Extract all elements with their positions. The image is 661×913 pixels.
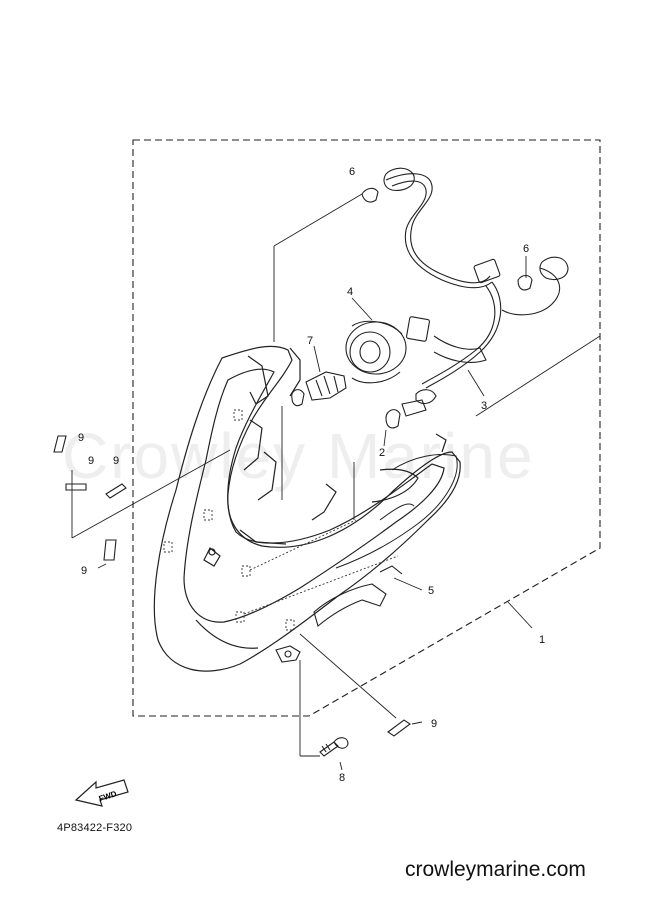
callouts: 6 6 4 7 3 2 5 1 9 9 9 9 9 8: [78, 166, 545, 784]
callout-3: 3: [481, 400, 487, 412]
callout-5: 5: [428, 585, 434, 597]
callout-1: 1: [539, 634, 545, 646]
headlight-housing: [153, 345, 461, 672]
callout-9-b: 9: [88, 455, 94, 467]
bulb-parts: [291, 167, 569, 429]
attachment-points: [163, 409, 399, 631]
callout-4: 4: [347, 286, 353, 298]
callout-9-c: 9: [113, 455, 119, 467]
site-link[interactable]: crowleymarine.com: [405, 858, 586, 881]
callout-6-top: 6: [349, 166, 355, 178]
callout-2: 2: [379, 447, 385, 459]
leader-lines: [71, 193, 601, 771]
callout-9-a: 9: [78, 432, 84, 444]
callout-9-e: 9: [431, 718, 437, 730]
assembly-boundary: [132, 139, 601, 717]
clips-and-screw: [53, 435, 411, 757]
bracket: [275, 565, 403, 663]
wire-harness: [385, 173, 561, 405]
fwd-arrow-icon: FWD: [74, 779, 129, 807]
callout-7: 7: [307, 335, 313, 347]
headlight-lens: [335, 454, 458, 569]
callout-6-right: 6: [523, 243, 529, 255]
diagram-code: 4P83422-F320: [57, 822, 133, 834]
callout-9-d: 9: [81, 565, 87, 577]
callout-8: 8: [339, 772, 345, 784]
